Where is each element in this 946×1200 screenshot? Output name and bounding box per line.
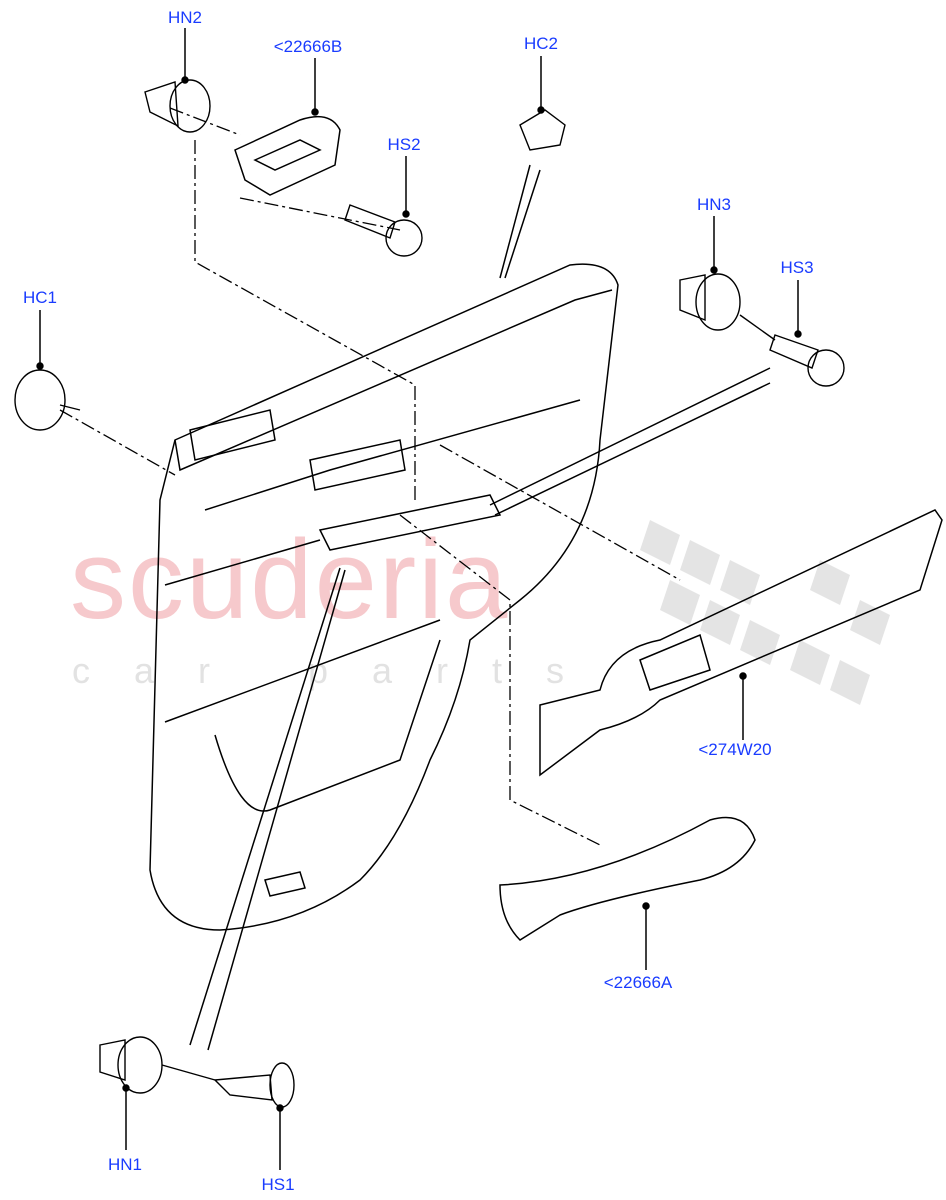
part-274W20 xyxy=(539,509,943,777)
callout-HN2: HN2 xyxy=(167,8,203,27)
door-trim-panel xyxy=(149,263,619,931)
fasteners xyxy=(14,76,845,1112)
leader-lines xyxy=(39,28,799,1170)
callout-HC1: HC1 xyxy=(22,288,58,307)
callout-274W20: <274W20 xyxy=(698,740,772,759)
callout-22666A: <22666A xyxy=(603,973,673,992)
dash-dot-lines xyxy=(59,107,681,846)
watermark-sub: car parts xyxy=(72,650,609,691)
watermark-main: scuderia xyxy=(70,517,510,642)
callout-HS2: HS2 xyxy=(387,135,421,154)
callout-HN3: HN3 xyxy=(696,195,732,214)
part-22666A xyxy=(499,816,756,941)
callout-HS1: HS1 xyxy=(261,1175,295,1194)
callout-22666B: <22666B xyxy=(273,37,343,56)
part-22666B xyxy=(234,108,341,196)
callout-HN1: HN1 xyxy=(107,1155,143,1174)
callout-HS3: HS3 xyxy=(780,258,814,277)
checkered-flag-watermark xyxy=(640,520,890,705)
callout-HC2: HC2 xyxy=(523,34,559,53)
